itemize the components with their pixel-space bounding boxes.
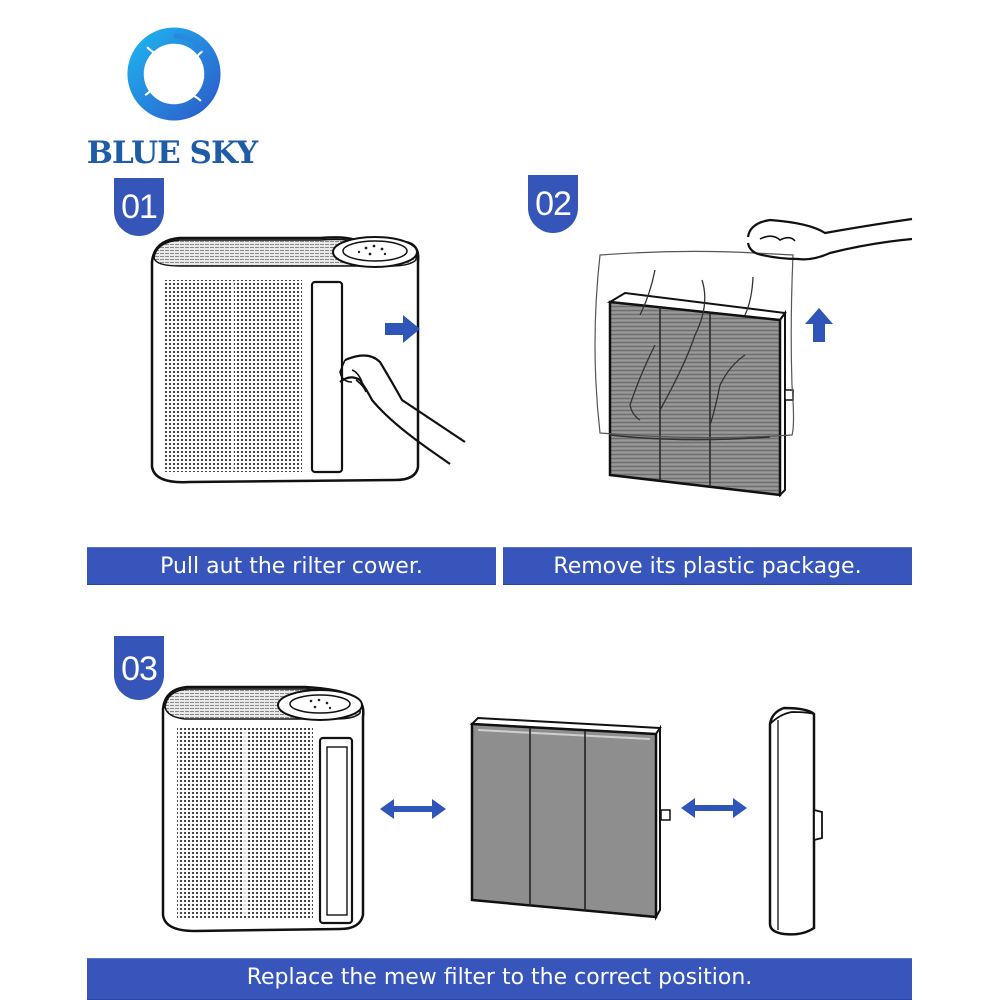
- step3-filter-cover-illustration: [768, 706, 823, 936]
- brand-name: BLUE SKY: [86, 135, 258, 171]
- step-badge-01: 01: [114, 178, 164, 236]
- step-badge-03: 03: [114, 636, 164, 700]
- arrow-up-icon: [805, 308, 833, 342]
- brand-logo: BLUE SKY: [84, 26, 260, 186]
- circular-aperture-logo-icon: [127, 27, 221, 121]
- step3-caption-banner: Replace the mew filter to the correct po…: [87, 958, 912, 1000]
- step2-caption-banner: Remove its plastic package.: [503, 547, 912, 585]
- step1-caption: Pull aut the rilter cower.: [160, 554, 423, 579]
- arrow-right-icon: [385, 315, 420, 343]
- step3-purifier-illustration: [161, 685, 365, 933]
- step3-caption: Replace the mew filter to the correct po…: [246, 965, 753, 990]
- double-arrow-horizontal-icon: [681, 798, 747, 818]
- step1-illustration: [150, 236, 466, 484]
- double-arrow-horizontal-icon: [380, 799, 446, 819]
- step3-filter-illustration: [469, 716, 671, 921]
- step-badge-02: 02: [528, 175, 578, 233]
- step2-caption: Remove its plastic package.: [553, 554, 862, 579]
- step1-caption-banner: Pull aut the rilter cower.: [87, 547, 496, 585]
- step2-illustration: [594, 217, 913, 498]
